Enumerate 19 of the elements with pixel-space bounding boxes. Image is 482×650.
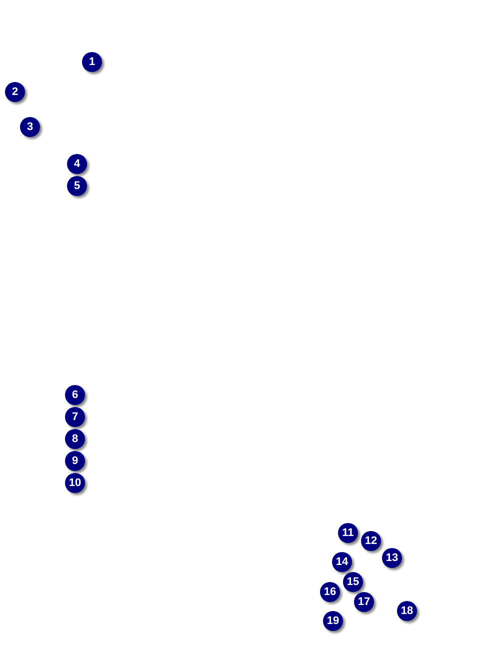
callout-number: 6: [65, 385, 85, 405]
callout-number: 2: [5, 82, 25, 102]
callout-number: 8: [65, 429, 85, 449]
callout-number: 13: [382, 548, 402, 568]
callout-number: 19: [323, 611, 343, 631]
callout-number: 16: [320, 582, 340, 602]
callout-number: 9: [65, 451, 85, 471]
callout-number: 10: [65, 473, 85, 493]
callout-number: 12: [361, 531, 381, 551]
callout-number: 1: [82, 52, 102, 72]
callout-number: 5: [67, 176, 87, 196]
callout-number: 3: [20, 117, 40, 137]
callout-number: 4: [67, 154, 87, 174]
callout-number: 11: [338, 523, 358, 543]
callout-number: 14: [332, 552, 352, 572]
callout-number: 7: [65, 407, 85, 427]
callout-number: 17: [354, 592, 374, 612]
callout-number: 15: [343, 572, 363, 592]
callout-number: 18: [397, 601, 417, 621]
